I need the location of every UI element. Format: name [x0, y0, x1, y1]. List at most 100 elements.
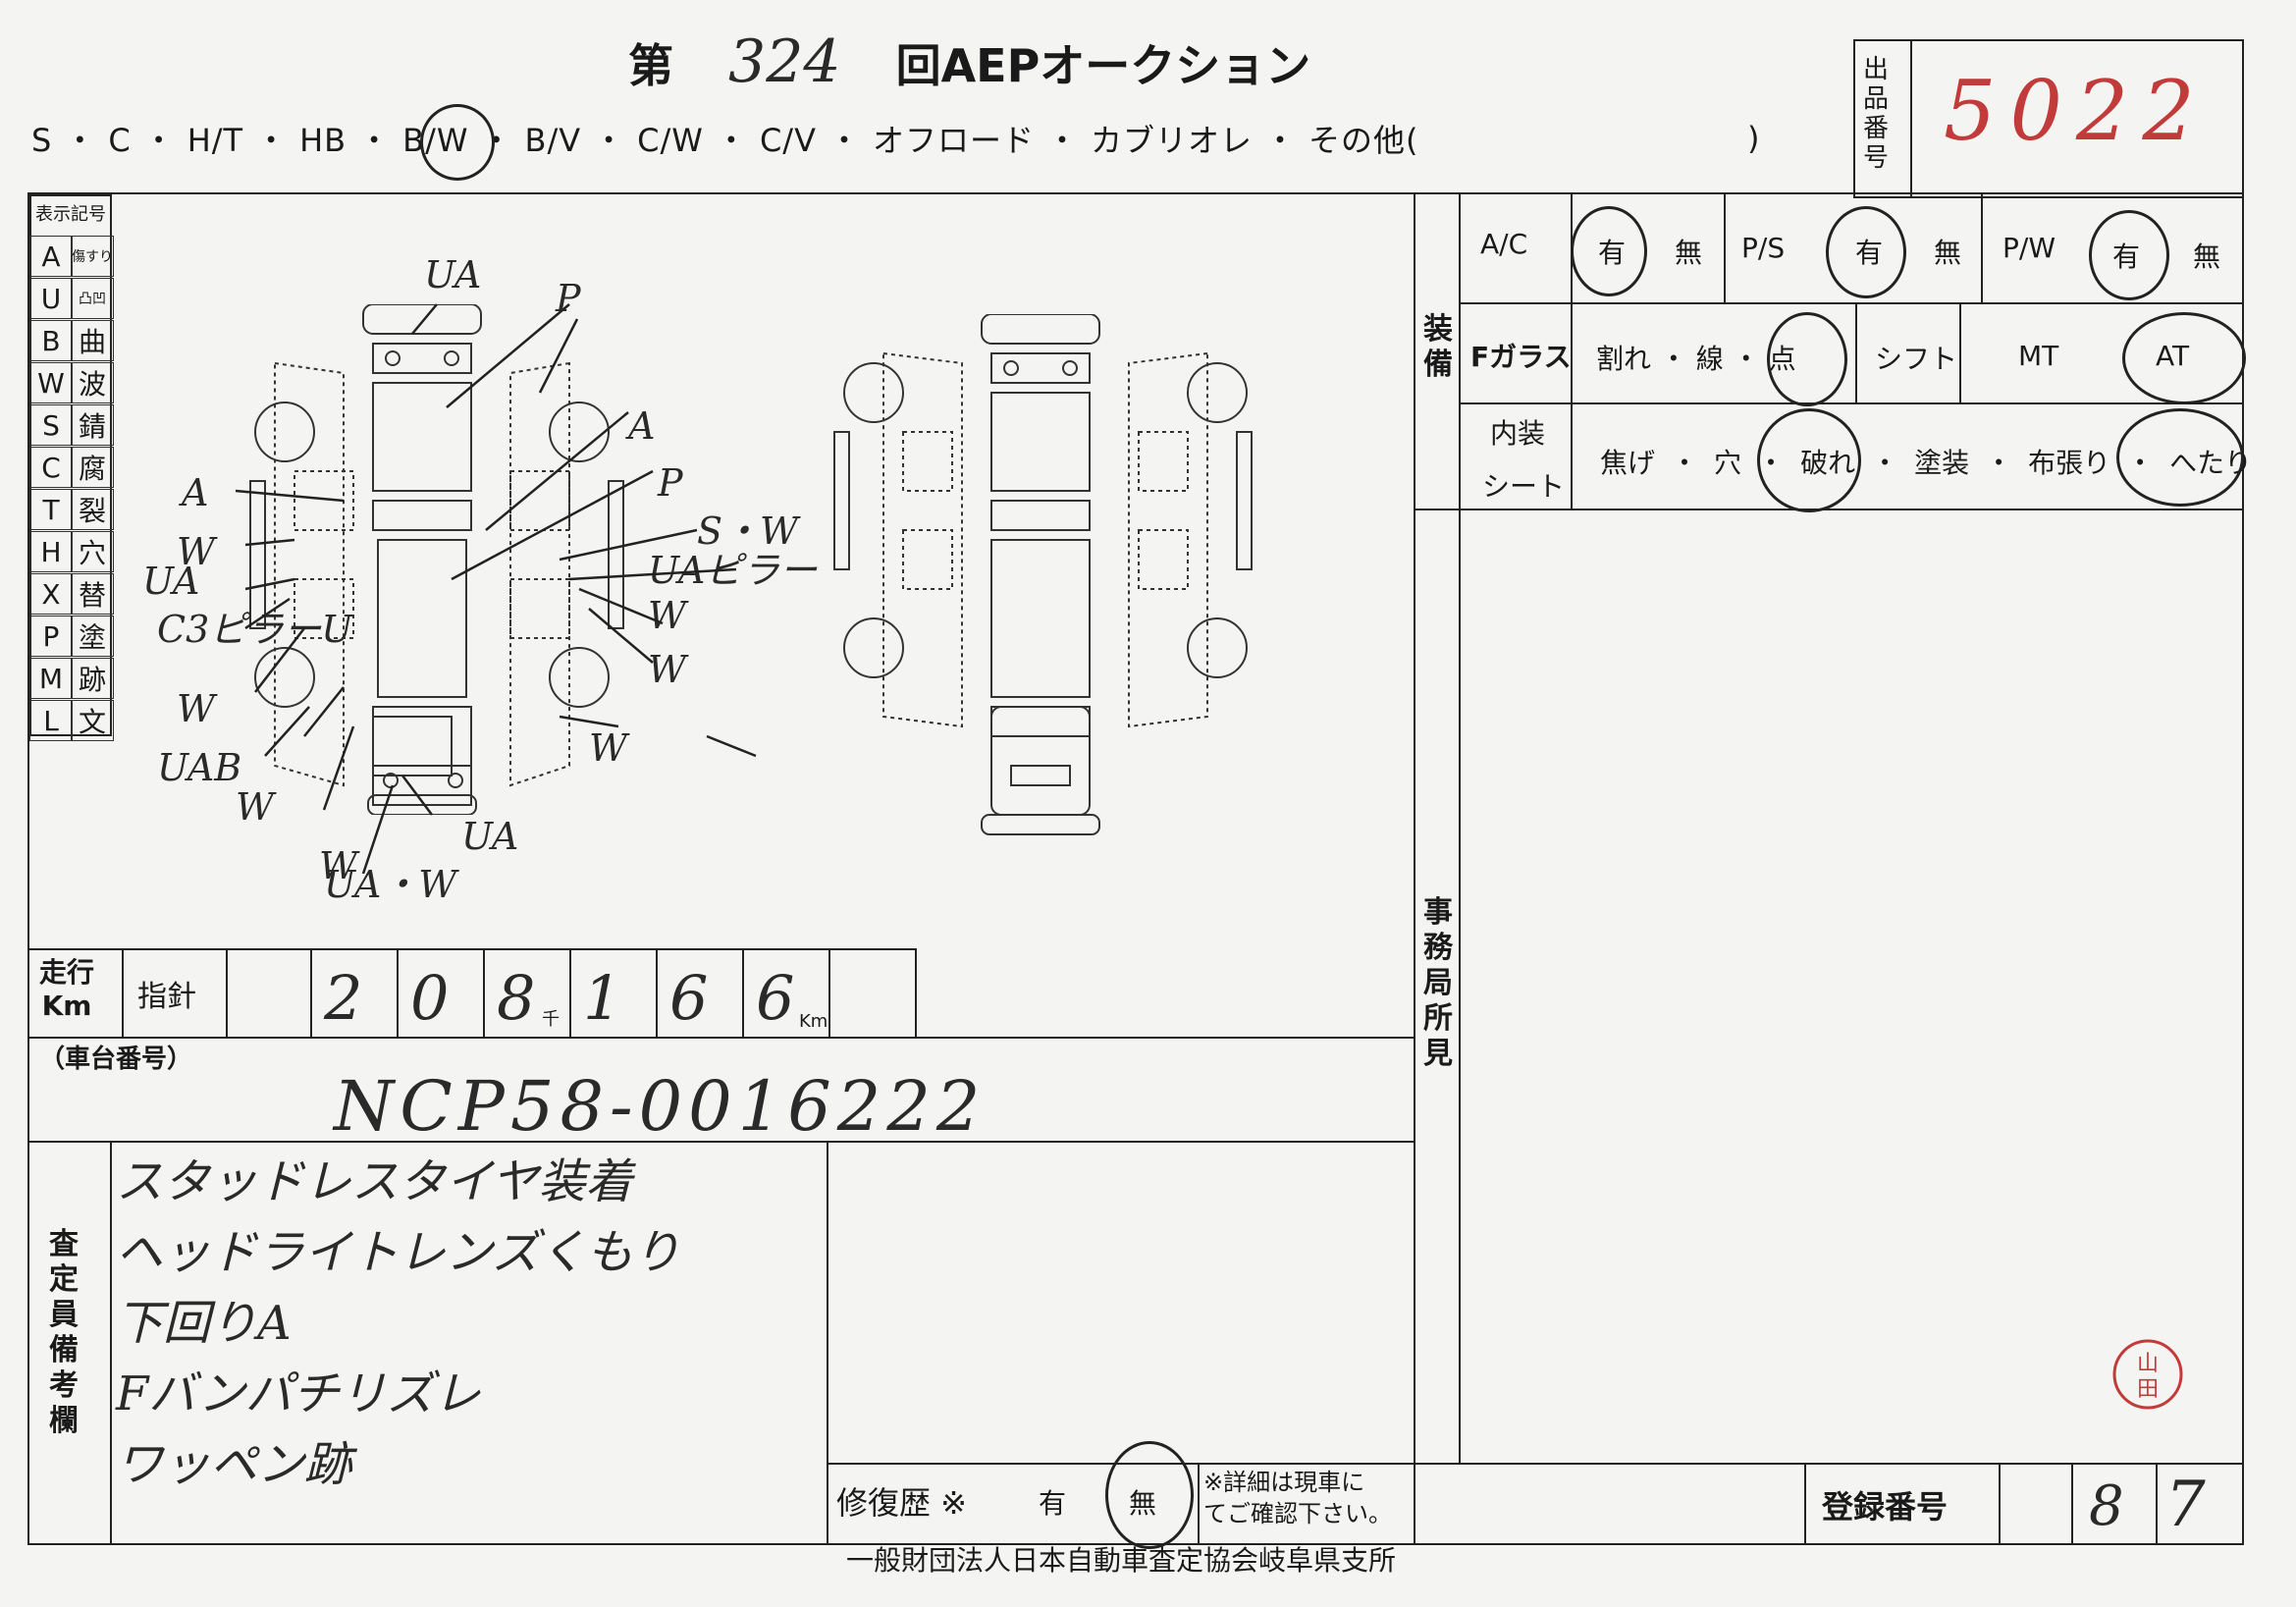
fglass-dot-circle: [1767, 312, 1847, 406]
vehicle-diagram-top: [249, 304, 624, 815]
interior-option: 穴: [1714, 447, 1742, 479]
body-type-5: B/V: [524, 122, 582, 159]
damage-mark: W: [589, 726, 628, 770]
lot-number-box: [1853, 39, 2244, 198]
mileage-digit: 0: [410, 962, 450, 1034]
inspector-note: 下回りA: [116, 1296, 292, 1351]
legend-meaning: 文: [71, 700, 114, 741]
body-type-1: C: [108, 122, 132, 159]
legend-meaning: 波: [71, 362, 114, 403]
mileage-digit: 1: [583, 962, 622, 1034]
damage-mark: S・W: [697, 509, 799, 553]
registration-digit-2: 7: [2165, 1469, 2206, 1541]
repair-note-line1: ※詳細は現車に: [1203, 1469, 1365, 1496]
body-type-9: カブリオレ: [1091, 122, 1254, 159]
interior-label: 内装: [1490, 417, 1546, 450]
inspector-note: ヘッドライトレンズくもり: [116, 1225, 681, 1280]
damage-mark: W: [236, 785, 275, 829]
digit-divider: [828, 948, 830, 1037]
damage-mark: W: [648, 594, 687, 637]
interior-sagging-circle: [2116, 408, 2244, 507]
interior-separator: ・: [1671, 447, 1699, 479]
repair-yes: 有: [1039, 1487, 1067, 1520]
fglass-options: 割れ ・ 線 ・ 点: [1596, 343, 1796, 375]
legend-title: 表示記号: [35, 204, 106, 225]
body-type-7: C/V: [759, 122, 817, 159]
inspector-notes-label: 査定員備考欄: [49, 1227, 79, 1438]
km-mark: Km: [799, 1011, 828, 1032]
damage-mark: UA・W: [324, 863, 457, 906]
damage-mark: A: [628, 404, 656, 448]
digit-divider: [397, 948, 399, 1037]
shift-at-circle: [2122, 312, 2246, 404]
legend-meaning: 凸凹: [71, 278, 114, 319]
digit-divider: [656, 948, 658, 1037]
body-type-8: オフロード: [872, 122, 1035, 159]
legend-meaning: 塗: [71, 616, 114, 657]
body-type-0: S: [31, 122, 53, 159]
interior-option: 布張り: [2028, 447, 2111, 479]
svg-text:山: 山: [2137, 1352, 2159, 1376]
legend-meaning: 腐: [71, 447, 114, 488]
mileage-label-line1: 走行: [39, 956, 95, 989]
damage-mark: UA: [142, 560, 200, 603]
mileage-digit: 6: [756, 962, 795, 1034]
body-type-10: その他(: [1308, 122, 1419, 159]
thousand-mark: 千: [542, 1009, 560, 1030]
lot-number: 5022: [1944, 63, 2209, 159]
title-suffix: 回AEPオークション: [895, 39, 1311, 92]
legend-meaning: 穴: [71, 531, 114, 572]
lot-label: 出品番号: [1863, 55, 1890, 173]
body-type-2: H/T: [187, 122, 244, 159]
body-type-separator: ・: [358, 122, 392, 159]
repair-history-label: 修復歴 ※: [836, 1484, 967, 1522]
damage-mark: A: [182, 471, 209, 514]
fglass-label: Fガラス: [1470, 341, 1572, 373]
damage-mark: UA: [461, 815, 519, 858]
pw-no: 無: [2193, 241, 2221, 273]
legend-code: X: [29, 573, 73, 615]
mileage-label-line2: Km: [41, 990, 92, 1022]
registration-label: 登録番号: [1822, 1488, 1949, 1526]
ac-label: A/C: [1480, 228, 1528, 260]
repair-no-circle: [1105, 1441, 1194, 1549]
legend-code: U: [29, 278, 73, 319]
legend-code: M: [29, 658, 73, 699]
pw-yes-circle: [2089, 210, 2169, 300]
body-type-separator: ・: [64, 122, 97, 159]
damage-leader-lines: [235, 303, 757, 874]
interior-option: 塗装: [1914, 447, 1970, 479]
repair-note: ※詳細は現車に てご確認下さい。: [1203, 1467, 1392, 1529]
legend-meaning: 曲: [71, 320, 114, 361]
body-type-list: S・C・H/T・HB・B/W・B/V・C/W・C/V・オフロード・カブリオレ・そ…: [31, 116, 1431, 161]
legend-code: S: [29, 404, 73, 446]
pw-label: P/W: [2002, 232, 2056, 264]
damage-mark: W: [177, 530, 216, 573]
registration-digit-1: 8: [2089, 1474, 2124, 1538]
svg-text:田: 田: [2137, 1377, 2159, 1402]
footer-organization: 一般財団法人日本自動車査定協会岐阜県支所: [846, 1544, 1397, 1577]
legend-meaning: 跡: [71, 658, 114, 699]
damage-mark: W: [319, 844, 358, 887]
mileage-digit: 2: [324, 962, 363, 1034]
legend-code: W: [29, 362, 73, 403]
legend-meaning: 裂: [71, 489, 114, 530]
shift-label: シフト: [1875, 343, 1958, 375]
chassis-number: NCP58-0016222: [334, 1066, 987, 1147]
ps-yes-circle: [1826, 206, 1906, 298]
damage-mark: C3ピラーU: [157, 608, 353, 651]
seat-label: シート: [1482, 470, 1566, 503]
office-remarks-label: 事務局所見: [1423, 895, 1453, 1071]
inspector-note: Fバンパチリズレ: [116, 1366, 481, 1421]
body-type-separator: ・: [255, 122, 289, 159]
legend-code: B: [29, 320, 73, 361]
legend-code: C: [29, 447, 73, 488]
repair-note-line2: てご確認下さい。: [1203, 1500, 1392, 1527]
body-type-separator: ・: [715, 122, 748, 159]
legend-code: L: [29, 700, 73, 741]
ac-no: 無: [1675, 237, 1703, 269]
body-type-separator: ・: [593, 122, 626, 159]
indicator-label: 指針: [137, 980, 196, 1014]
bw-circle-mark: [420, 104, 495, 181]
